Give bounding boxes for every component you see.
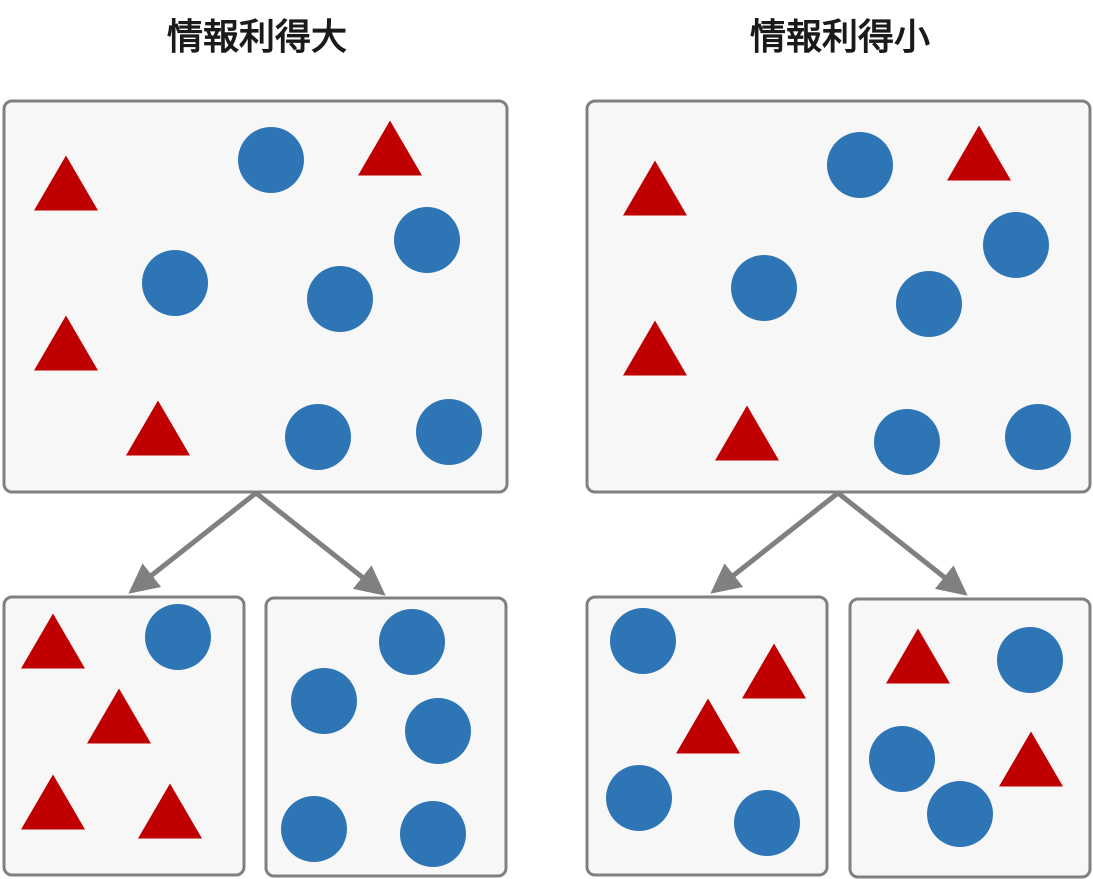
root-box-large-gain <box>2 99 509 494</box>
circle-icon <box>285 404 351 470</box>
circle-icon <box>142 250 208 316</box>
triangle-icon <box>742 643 806 699</box>
triangle-icon <box>358 120 422 176</box>
circle-icon <box>927 781 993 847</box>
circle-icon <box>610 608 676 674</box>
circle-icon <box>874 409 940 475</box>
circle-icon <box>291 668 357 734</box>
panel-title-small-gain: 情報利得小 <box>749 17 930 58</box>
circle-icon <box>238 127 304 193</box>
triangle-icon <box>676 698 740 754</box>
panel-title-large-gain: 情報利得大 <box>166 17 347 58</box>
triangle-icon <box>623 320 687 376</box>
circle-icon <box>379 609 445 675</box>
arrow-left-split-small <box>710 491 840 594</box>
triangle-icon <box>138 783 202 839</box>
circle-icon <box>281 796 347 862</box>
arrow-left-split <box>128 491 258 594</box>
circle-icon <box>869 726 935 792</box>
triangle-icon <box>715 405 779 461</box>
root-box-small-gain <box>585 99 1092 494</box>
circle-icon <box>606 765 672 831</box>
arrow-right-split-small <box>836 491 968 596</box>
circle-icon <box>416 399 482 465</box>
triangle-icon <box>623 160 687 216</box>
circle-icon <box>1005 404 1071 470</box>
arrow-right-split <box>254 491 386 596</box>
triangle-icon <box>886 628 950 684</box>
circle-icon <box>827 132 893 198</box>
triangle-icon <box>999 731 1063 787</box>
circle-icon <box>307 266 373 332</box>
circle-icon <box>734 790 800 856</box>
circle-icon <box>896 271 962 337</box>
triangle-icon <box>947 125 1011 181</box>
circle-icon <box>731 255 797 321</box>
triangle-icon <box>21 774 85 830</box>
circle-icon <box>394 207 460 273</box>
circle-icon <box>400 801 466 867</box>
circle-icon <box>997 627 1063 693</box>
circle-icon <box>145 604 211 670</box>
triangle-icon <box>21 613 85 669</box>
circle-icon <box>983 212 1049 278</box>
triangle-icon <box>34 155 98 211</box>
triangle-icon <box>126 400 190 456</box>
triangle-icon <box>34 315 98 371</box>
circle-icon <box>405 698 471 764</box>
triangle-icon <box>87 688 151 744</box>
